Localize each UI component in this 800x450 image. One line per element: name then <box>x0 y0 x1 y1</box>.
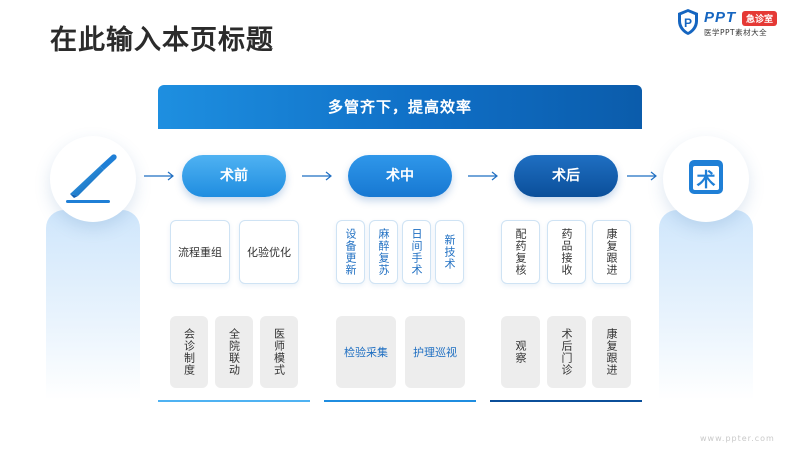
arrow-icon <box>144 171 174 181</box>
scalpel-icon <box>66 154 117 203</box>
baseline-postoperative <box>490 400 642 402</box>
page-title: 在此输入本页标题 <box>50 25 274 56</box>
card-observation: 观察 <box>501 316 540 388</box>
card-label: 新技术 <box>443 234 456 270</box>
card-rehab-followup-2: 康复跟进 <box>592 316 631 388</box>
baseline-intraoperative <box>324 400 476 402</box>
card-anesthesia-recovery: 麻醉复苏 <box>369 220 398 284</box>
card-dispense-recheck: 配药复核 <box>501 220 540 284</box>
card-label: 化验优化 <box>247 246 291 259</box>
card-label: 康复跟进 <box>605 228 618 276</box>
card-label: 日间手术 <box>410 228 423 276</box>
card-label: 会诊制度 <box>182 328 196 376</box>
card-label: 护理巡视 <box>413 346 457 359</box>
card-label: 麻醉复苏 <box>377 228 390 276</box>
card-nursing-rounds: 护理巡视 <box>405 316 465 388</box>
card-postop-clinic: 术后门诊 <box>547 316 586 388</box>
card-lab-sampling: 检验采集 <box>336 316 396 388</box>
card-label: 设备更新 <box>344 228 357 276</box>
logo-subtitle: 医学PPT素材大全 <box>704 28 768 37</box>
right-icon-circle: 术 <box>663 136 749 222</box>
stage-preoperative: 术前 <box>182 155 286 197</box>
arrow-icon <box>468 171 498 181</box>
card-process-restructure: 流程重组 <box>170 220 230 284</box>
banner-title: 多管齐下，提高效率 <box>158 85 642 129</box>
stage-intraoperative: 术中 <box>348 155 452 197</box>
card-equipment-update: 设备更新 <box>336 220 365 284</box>
logo: P PPT 急诊室 医学PPT素材大全 <box>676 8 794 38</box>
shield-logo-icon: P <box>678 9 698 35</box>
surgery-sign-icon: 术 <box>689 160 723 194</box>
card-label: 医师模式 <box>272 328 286 376</box>
svg-text:P: P <box>684 16 692 30</box>
left-column-bg <box>46 210 140 400</box>
card-hospital-linkage: 全院联动 <box>215 316 253 388</box>
card-label: 流程重组 <box>178 246 222 259</box>
card-physician-mode: 医师模式 <box>260 316 298 388</box>
card-lab-optimize: 化验优化 <box>239 220 299 284</box>
card-drug-receive: 药品接收 <box>547 220 586 284</box>
card-label: 药品接收 <box>560 228 573 276</box>
card-label: 康复跟进 <box>605 328 618 376</box>
card-day-surgery: 日间手术 <box>402 220 431 284</box>
card-label: 配药复核 <box>514 228 527 276</box>
surgery-sign-glyph: 术 <box>696 169 715 191</box>
card-label: 检验采集 <box>344 346 388 359</box>
right-column-bg <box>659 210 753 400</box>
logo-brand: PPT <box>704 9 737 26</box>
card-rehab-followup: 康复跟进 <box>592 220 631 284</box>
left-icon-circle <box>50 136 136 222</box>
footer-url: www.ppter.com <box>700 434 775 443</box>
card-consultation-system: 会诊制度 <box>170 316 208 388</box>
card-label: 观察 <box>514 340 527 364</box>
card-new-technology: 新技术 <box>435 220 464 284</box>
baseline-preoperative <box>158 400 310 402</box>
logo-tag: 急诊室 <box>742 11 778 26</box>
arrow-icon <box>302 171 332 181</box>
stage-postoperative: 术后 <box>514 155 618 197</box>
card-label: 术后门诊 <box>560 328 573 376</box>
arrow-icon <box>627 171 657 181</box>
card-label: 全院联动 <box>227 328 241 376</box>
